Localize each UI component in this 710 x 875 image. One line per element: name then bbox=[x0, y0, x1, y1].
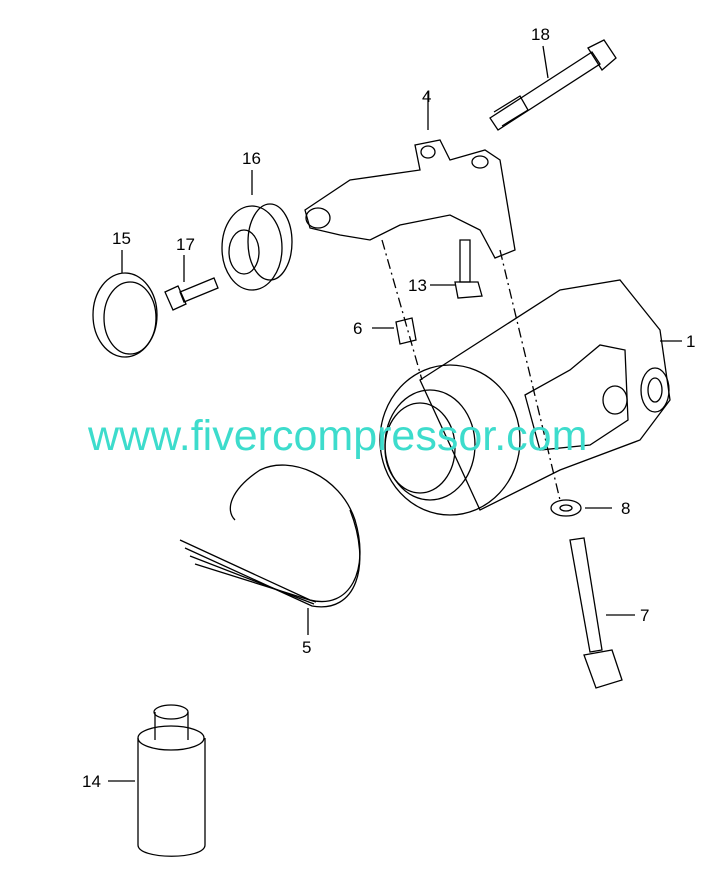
alignment-lines bbox=[381, 239, 561, 501]
bolt-13 bbox=[430, 239, 483, 299]
washer-8 bbox=[550, 499, 612, 517]
oil-canister-14 bbox=[108, 704, 206, 857]
pulley-16 bbox=[221, 170, 293, 291]
callout-4: 4 bbox=[422, 87, 432, 106]
callout-1: 1 bbox=[686, 332, 696, 351]
callout-5: 5 bbox=[302, 638, 312, 657]
bolt-18 bbox=[489, 39, 617, 131]
callout-13: 13 bbox=[408, 276, 427, 295]
callout-7: 7 bbox=[640, 606, 650, 625]
watermark: www.fivercompressor.com bbox=[88, 412, 588, 460]
bracket-4 bbox=[304, 92, 516, 259]
callout-18: 18 bbox=[531, 25, 550, 44]
cap-15 bbox=[92, 250, 158, 358]
callout-17: 17 bbox=[176, 235, 195, 254]
callout-15: 15 bbox=[112, 229, 131, 248]
belt-5 bbox=[179, 464, 361, 635]
callout-6: 6 bbox=[353, 319, 363, 338]
sleeve-6 bbox=[372, 317, 417, 345]
callout-16: 16 bbox=[242, 149, 261, 168]
bolt-7 bbox=[569, 537, 635, 689]
callout-8: 8 bbox=[621, 499, 631, 518]
bolt-17 bbox=[164, 255, 219, 311]
compressor-1 bbox=[379, 279, 682, 516]
callout-14: 14 bbox=[82, 772, 101, 791]
